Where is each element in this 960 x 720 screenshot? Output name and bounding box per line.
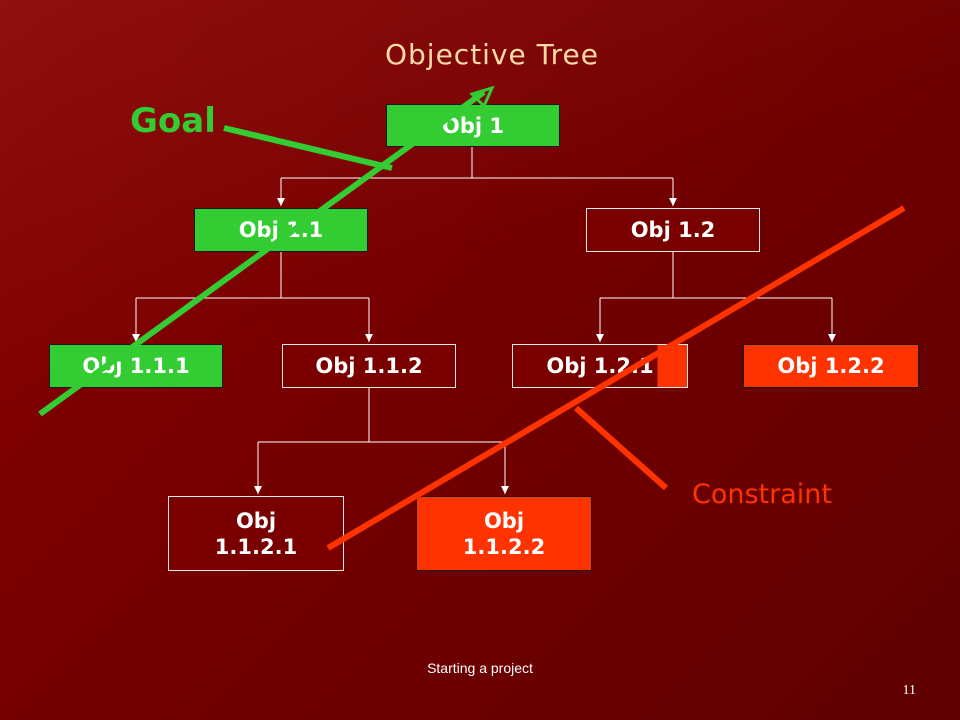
node-obj-1-2-1-label: Obj 1.2.1 [546, 354, 654, 378]
node-obj-1-1-2-1-label: Obj 1.1.2.1 [214, 508, 298, 559]
constraint-line [326, 205, 906, 551]
slide-footer: Starting a project [427, 660, 533, 676]
goal-label: Goal [130, 101, 216, 141]
node-obj-1-1-2-2: Obj 1.1.2.2 [416, 496, 592, 571]
goal-pointer-line [223, 125, 393, 171]
node-obj-1-1-1: Obj 1.1.1 [49, 344, 223, 388]
node-obj-1-2-2-label: Obj 1.2.2 [777, 354, 885, 378]
constraint-label: Constraint [692, 479, 832, 510]
connector-arrowheads [132, 198, 836, 494]
goal-arrow-line [38, 89, 486, 417]
node-obj-1-2: Obj 1.2 [586, 208, 760, 252]
node-obj-1-1-2-1: Obj 1.1.2.1 [168, 496, 344, 571]
constraint-pointer-line [574, 405, 668, 491]
page-number: 11 [902, 683, 916, 698]
node-obj-1-1-2-2-label: Obj 1.1.2.2 [462, 508, 546, 559]
node-obj-1-1-2: Obj 1.1.2 [282, 344, 456, 388]
node-obj-1-2-label: Obj 1.2 [630, 218, 716, 242]
node-obj-1-1-2-label: Obj 1.1.2 [315, 354, 423, 378]
goal-arrow-head [469, 85, 495, 109]
node-obj-1-2-2: Obj 1.2.2 [743, 344, 919, 388]
slide-title: Objective Tree [384, 38, 599, 71]
